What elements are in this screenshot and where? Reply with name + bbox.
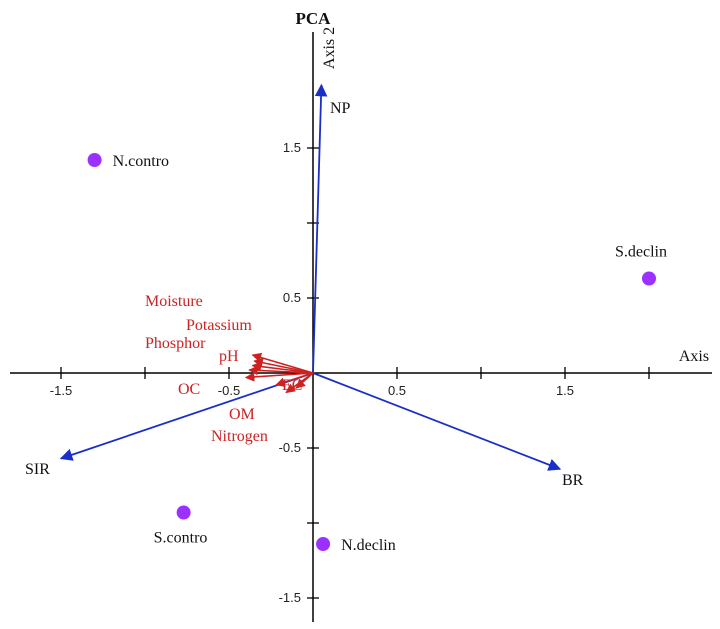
vector-label-ph: pH: [219, 348, 239, 365]
vector-label-moisture: Moisture: [145, 293, 203, 310]
vector-label-phosphor: Phosphor: [145, 335, 206, 352]
x-axis-ticks: -1.5 -0.5 0.5 1.5: [50, 367, 650, 398]
vector-nitrogen: [295, 372, 314, 389]
y-tick-label: -1.5: [279, 590, 301, 605]
y-tick-label: 0.5: [283, 290, 301, 305]
vector-np: [312, 83, 328, 374]
point-label: S.contro: [154, 530, 208, 547]
vector-sir: [59, 372, 314, 461]
chart-title: PCA: [296, 9, 332, 28]
y-axis-title: Axis 2: [321, 27, 338, 69]
x-tick-label: -0.5: [218, 383, 240, 398]
blue-vector-group: [59, 83, 562, 471]
vector-label-om: OM: [229, 406, 255, 423]
vector-label-np: NP: [330, 100, 351, 117]
point-label: N.declin: [341, 537, 396, 554]
y-tick-label: 1.5: [283, 140, 301, 155]
vector-oc: [244, 372, 314, 382]
point-n-declin: [316, 537, 331, 551]
y-axis-ticks: -1.5 -0.5 0.5 1.5: [279, 140, 319, 605]
x-tick-label: -1.5: [50, 383, 72, 398]
vector-label-nitrogen: Nitrogen: [211, 428, 268, 445]
vector-label-ec: EC: [282, 377, 302, 394]
point-s-contro: [176, 505, 191, 520]
point-s-declin: [642, 271, 656, 286]
y-tick-label: -0.5: [279, 440, 301, 455]
point-label: N.contro: [113, 153, 169, 170]
vector-label-br: BR: [562, 472, 584, 489]
vector-label-oc: OC: [178, 381, 200, 398]
vector-ph: [248, 365, 314, 376]
vector-label-potassium: Potassium: [186, 317, 252, 334]
point-label: S.declin: [615, 244, 667, 261]
x-tick-label: 0.5: [388, 383, 406, 398]
point-n-contro: [87, 153, 102, 167]
vector-br: [312, 372, 562, 471]
vector-ec: [275, 372, 314, 387]
x-tick-label: 1.5: [556, 383, 574, 398]
vector-label-sir: SIR: [25, 461, 50, 478]
red-vector-group: [244, 352, 314, 394]
vector-moisture: [251, 352, 314, 374]
x-axis-title: Axis: [679, 348, 709, 365]
